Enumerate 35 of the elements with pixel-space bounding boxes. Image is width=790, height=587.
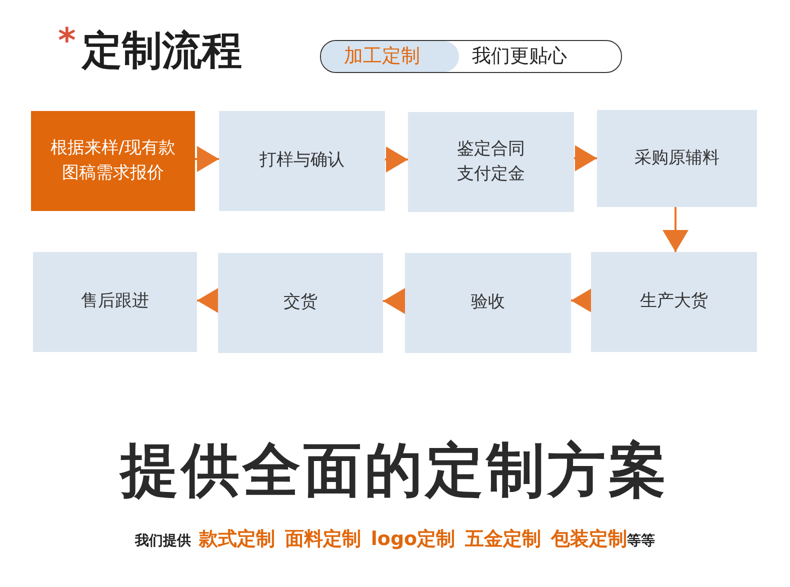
note-text: 我们提供 xyxy=(134,532,191,550)
arrow xyxy=(574,145,597,172)
process-box xyxy=(408,112,574,212)
step-text: 验收 xyxy=(471,291,505,314)
process-box xyxy=(219,111,385,211)
process-box xyxy=(597,110,757,207)
step-text: 生产大货 xyxy=(640,290,708,314)
heading: 提供全面的定制方案 xyxy=(118,435,670,506)
service-item: 包装定制 xyxy=(551,527,628,552)
asterisk: * xyxy=(58,24,76,58)
process-box xyxy=(405,253,571,353)
service-item: 面料定制 xyxy=(284,527,361,552)
title: 定制流程 xyxy=(82,27,242,76)
service-item: 款式定制 xyxy=(198,527,275,552)
step-text: 售后跟进 xyxy=(81,290,149,314)
arrow xyxy=(385,146,408,172)
arrow xyxy=(197,288,219,314)
arrow xyxy=(571,288,593,314)
pill-tag: 加工定制 xyxy=(344,44,420,69)
service-item: 五金定制 xyxy=(465,527,542,552)
process-box xyxy=(218,253,383,353)
step-text: 打样与确认 xyxy=(260,149,344,172)
process-box xyxy=(31,111,195,211)
step-text: 鉴定合同支付定金 xyxy=(456,138,526,186)
service-item: logo定制 xyxy=(370,527,456,552)
step-text: 交货 xyxy=(284,291,318,314)
process-box xyxy=(33,252,197,352)
arrow xyxy=(195,146,219,172)
arrow xyxy=(383,288,405,314)
pill-slogan: 我们更贴心 xyxy=(472,44,567,69)
step-text: 根据来样/现有款图稿需求报价 xyxy=(50,136,176,185)
arrow xyxy=(662,207,688,252)
step-text: 采购原辅料 xyxy=(634,146,720,170)
note-text: 等等 xyxy=(627,532,656,550)
process-box xyxy=(591,252,757,352)
